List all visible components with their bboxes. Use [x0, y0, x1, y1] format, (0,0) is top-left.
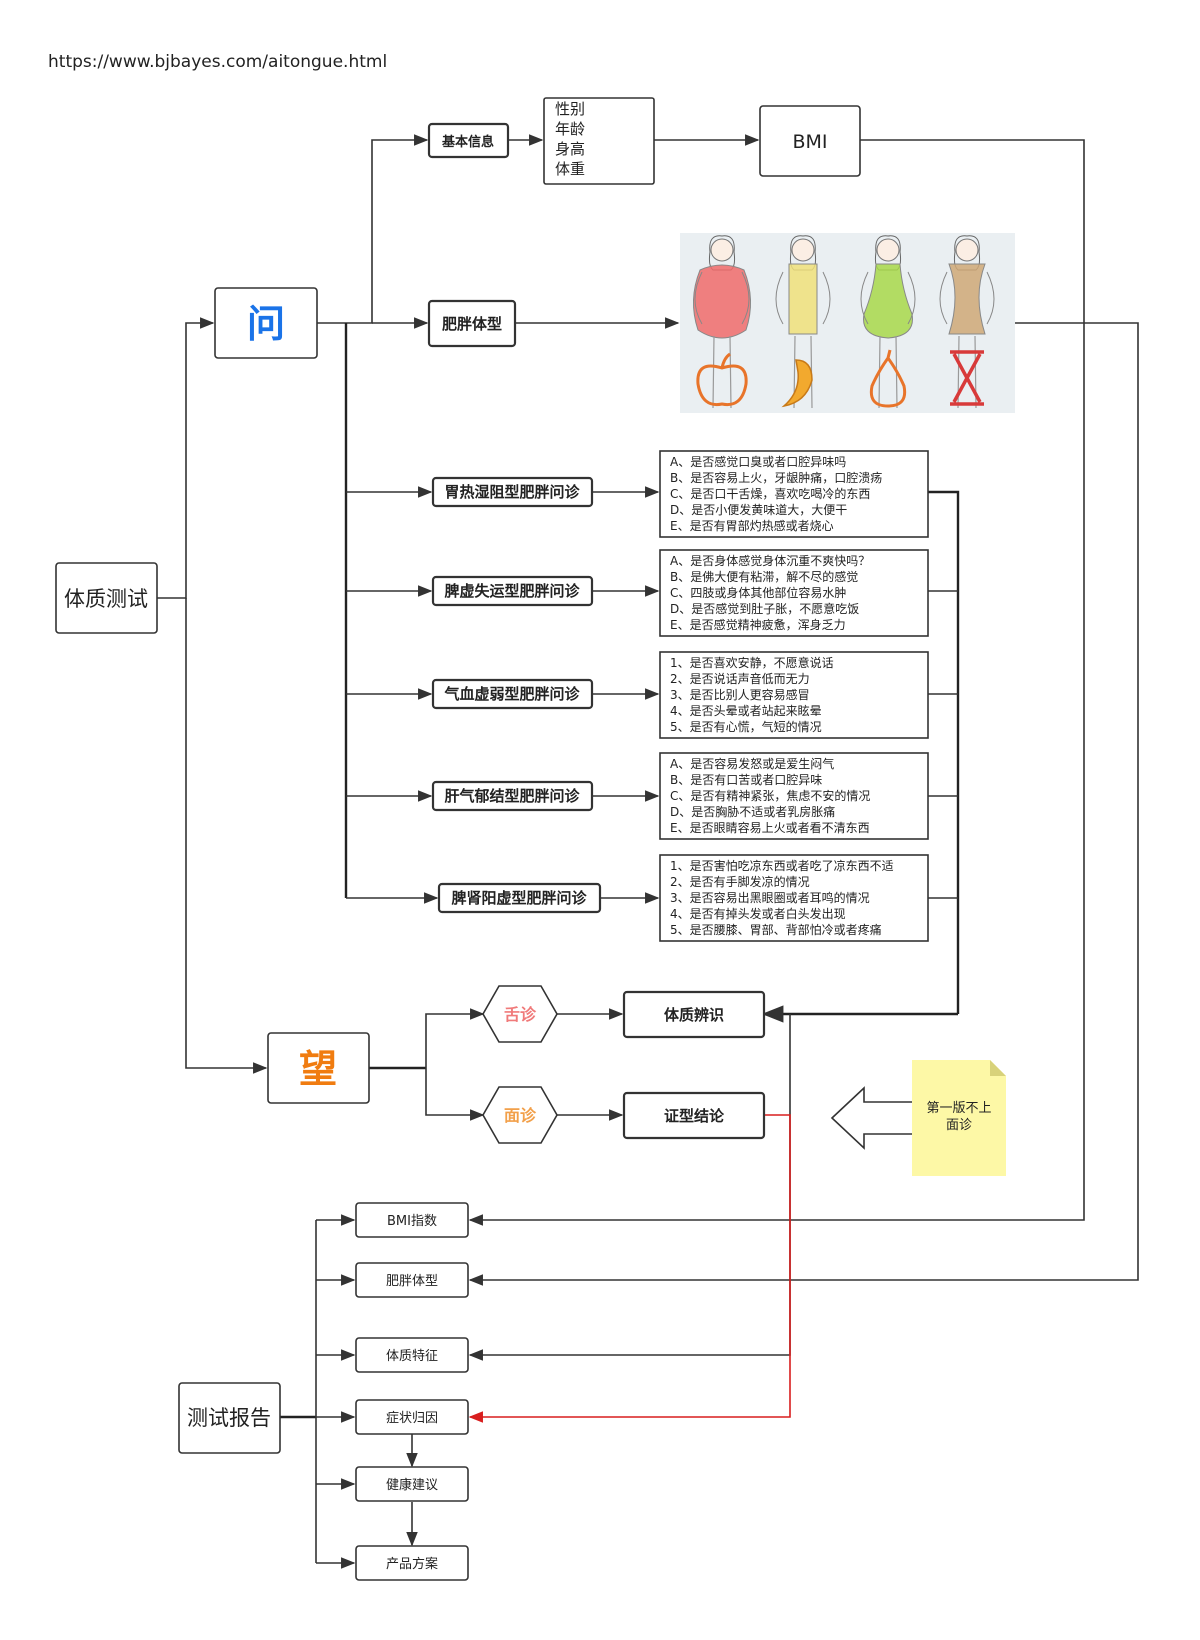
question-line: D、是否小便发黄味道大，大便干 — [670, 502, 847, 517]
report-item-label: 症状归因 — [386, 1411, 438, 1426]
tongue-label: 舌诊 — [504, 1005, 537, 1024]
pear-figure — [860, 235, 916, 409]
question-line: B、是佛大便有粘滞，解不尽的感觉 — [670, 569, 858, 584]
banana-icon — [781, 359, 813, 408]
body-shape-symbols — [696, 349, 984, 408]
question-line: D、是否感觉到肚子胀，不愿意吃饭 — [670, 601, 859, 616]
wang-label: 望 — [299, 1047, 337, 1091]
inquiry-label-5: 脾肾阳虚型肥胖问诊 — [437, 882, 602, 914]
inquiry-title: 胃热湿阻型肥胖问诊 — [444, 483, 580, 501]
inquiry-title: 脾虚失运型肥胖问诊 — [444, 582, 580, 600]
sticky-note: 第一版不上 面诊 — [912, 1060, 1006, 1176]
report-item-product-plan: 产品方案 — [355, 1545, 469, 1581]
question-box-4: A、是否容易发怒或是爱生闷气 B、是否有口苦或者口腔异味 C、是否有精神紧张，焦… — [659, 752, 929, 840]
constitution-id-node: 体质辨识 — [622, 990, 766, 1039]
body-type-node: 肥胖体型 — [427, 299, 517, 348]
question-line: E、是否感觉精神疲惫，浑身乏力 — [670, 617, 846, 632]
question-line: 1、是否害怕吃凉东西或者吃了凉东西不适 — [670, 858, 894, 873]
question-line: 2、是否说话声音低而无力 — [670, 671, 810, 686]
question-line: E、是否有胃部灼热感或者烧心 — [670, 518, 834, 533]
question-line: 5、是否有心慌，气短的情况 — [670, 719, 822, 734]
question-line: A、是否身体感觉身体沉重不爽快吗？ — [670, 553, 870, 568]
basic-info-label: 基本信息 — [441, 134, 494, 150]
face-label: 面诊 — [504, 1106, 537, 1125]
pear-icon — [869, 349, 907, 408]
apple-figure — [693, 235, 751, 409]
report-item-label: 健康建议 — [386, 1477, 438, 1493]
question-line: 2、是否有手脚发凉的情况 — [670, 874, 810, 889]
inquiry-label-2: 脾虚失运型肥胖问诊 — [431, 575, 594, 607]
report-item-health-advice: 健康建议 — [355, 1466, 469, 1502]
question-line: C、是否有精神紧张，焦虑不安的情况 — [670, 788, 870, 803]
syndrome-node: 证型结论 — [622, 1091, 766, 1140]
inquiry-title: 脾肾阳虚型肥胖问诊 — [451, 889, 587, 907]
question-line: 3、是否比别人更容易感冒 — [670, 687, 810, 702]
question-line: B、是否有口苦或者口腔异味 — [670, 772, 822, 787]
wen-node: 问 — [214, 287, 318, 359]
bmi-node: BMI — [759, 105, 861, 177]
inquiry-label-4: 肝气郁结型肥胖问诊 — [431, 780, 594, 812]
report-item-body-type: 肥胖体型 — [355, 1262, 469, 1298]
question-line: C、四肢或身体其他部位容易水肿 — [670, 585, 846, 600]
inquiry-title: 气血虚弱型肥胖问诊 — [443, 685, 580, 703]
connectors — [157, 134, 1139, 1569]
hourglass-icon — [950, 350, 984, 406]
syndrome-label: 证型结论 — [664, 1107, 725, 1125]
note-line-2: 面诊 — [946, 1118, 972, 1133]
report-node: 测试报告 — [178, 1382, 281, 1454]
report-item-label: 肥胖体型 — [386, 1274, 438, 1289]
inquiry-label-3: 气血虚弱型肥胖问诊 — [431, 678, 594, 710]
question-box-1: A、是否感觉口臭或者口腔异味吗 B、是否容易上火，牙龈肿痛，口腔溃疡 C、是否口… — [659, 450, 929, 538]
report-item-label: 产品方案 — [386, 1556, 438, 1572]
inquiry-section: 胃热湿阻型肥胖问诊 脾虚失运型肥胖问诊 气血虚弱型肥胖问诊 肝气郁结型肥胖问诊 … — [431, 450, 929, 942]
basic-info-node: 基本信息 — [427, 122, 510, 159]
field-height: 身高 — [555, 140, 585, 158]
question-line: E、是否眼睛容易上火或者看不清东西 — [670, 820, 870, 835]
root-node: 体质测试 — [55, 562, 158, 634]
wen-label: 问 — [247, 302, 285, 346]
root-label: 体质测试 — [64, 587, 148, 611]
question-line: A、是否容易发怒或是爱生闷气 — [670, 756, 834, 771]
question-line: C、是否口干舌燥，喜欢吃喝冷的东西 — [670, 486, 870, 501]
bmi-label: BMI — [792, 131, 827, 153]
question-line: 4、是否头晕或者站起来眩晕 — [670, 703, 822, 718]
question-box-5: 1、是否害怕吃凉东西或者吃了凉东西不适 2、是否有手脚发凉的情况 3、是否容易出… — [659, 854, 929, 942]
report-item-bmi: BMI指数 — [355, 1202, 469, 1238]
question-line: 1、是否喜欢安静，不愿意说话 — [670, 655, 834, 670]
basic-info-fields: 性别 年龄 身高 体重 — [543, 97, 655, 185]
report-item-symptom: 症状归因 — [355, 1399, 469, 1435]
hourglass-figure — [939, 235, 995, 409]
note-line-1: 第一版不上 — [926, 1101, 991, 1116]
field-weight: 体重 — [555, 160, 585, 178]
constitution-id-label: 体质辨识 — [664, 1006, 724, 1024]
report-item-label: 体质特征 — [386, 1349, 438, 1364]
question-line: 4、是否有掉头发或者白头发出现 — [670, 906, 846, 921]
question-line: D、是否胸胁不适或者乳房胀痛 — [670, 804, 835, 819]
tongue-diagnosis-node: 舌诊 — [482, 985, 558, 1043]
report-item-constitution: 体质特征 — [355, 1337, 469, 1373]
question-line: B、是否容易上火，牙龈肿痛，口腔溃疡 — [670, 470, 882, 485]
wang-node: 望 — [267, 1032, 370, 1104]
report-label: 测试报告 — [187, 1406, 271, 1430]
inquiry-title: 肝气郁结型肥胖问诊 — [444, 787, 580, 805]
face-diagnosis-node: 面诊 — [482, 1086, 558, 1144]
hollow-left-arrow — [830, 1086, 921, 1150]
report-item-label: BMI指数 — [387, 1214, 437, 1229]
inquiry-label-1: 胃热湿阻型肥胖问诊 — [431, 476, 594, 508]
question-line: 5、是否腰膝、胃部、背部怕冷或者疼痛 — [670, 922, 882, 937]
field-age: 年龄 — [555, 120, 585, 138]
question-box-3: 1、是否喜欢安静，不愿意说话 2、是否说话声音低而无力 3、是否比别人更容易感冒… — [659, 651, 929, 739]
question-line: 3、是否容易出黑眼圈或者耳鸣的情况 — [670, 890, 870, 905]
source-url: https://www.bjbayes.com/aitongue.html — [48, 52, 388, 72]
question-line: A、是否感觉口臭或者口腔异味吗 — [670, 454, 846, 469]
body-shapes-illustration — [680, 233, 1015, 413]
body-type-label: 肥胖体型 — [442, 315, 502, 333]
question-box-2: A、是否身体感觉身体沉重不爽快吗？ B、是佛大便有粘滞，解不尽的感觉 C、四肢或… — [659, 549, 929, 637]
apple-icon — [696, 352, 748, 407]
report-items: BMI指数 肥胖体型 体质特征 症状归因 健康建议 产品方案 — [355, 1202, 469, 1581]
field-gender: 性别 — [555, 100, 585, 118]
